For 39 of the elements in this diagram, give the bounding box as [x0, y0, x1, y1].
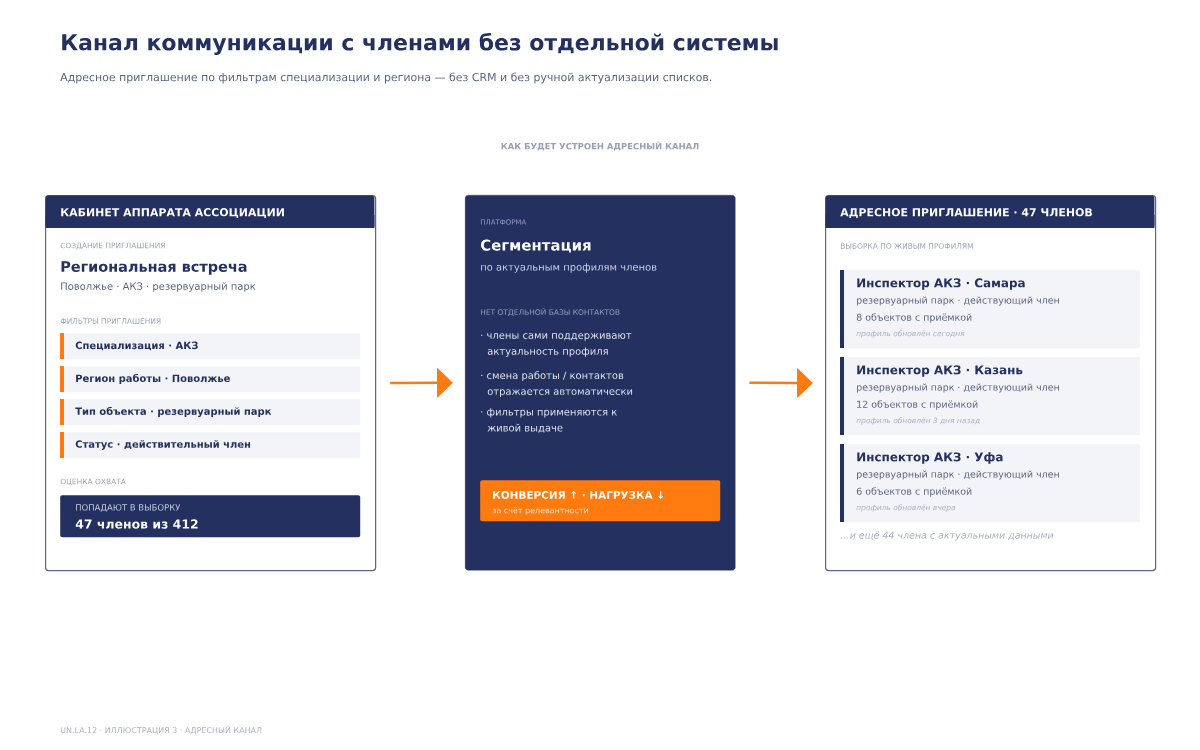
section-heading: КАК БУДЕТ УСТРОЕН АДРЕСНЫЙ КАНАЛ	[501, 141, 699, 151]
member-name: Инспектор АКЗ · Самара	[857, 278, 1025, 290]
bullet-text: · члены сами поддерживают актуальность профиля	[481, 333, 632, 357]
event-subtitle: Поволжье · АКЗ · резервуарный парк	[61, 282, 256, 292]
filter-chip	[60, 333, 361, 360]
coverage-box	[60, 495, 361, 538]
member-role: резервуарный парк · действующий член	[857, 470, 1059, 480]
subtitle: Адресное приглашение по фильтрам специализации и региона — без CRM и без ручной актуализации списков.	[60, 72, 712, 84]
filter-text: Специализация · АКЗ	[75, 341, 198, 351]
bullet-text: · фильтры применяются к живой выдаче	[481, 408, 617, 433]
filter-text: Регион работы · Поволжье	[76, 374, 230, 384]
filter-chip	[60, 366, 361, 393]
platform-title: Сегментация	[480, 239, 591, 253]
filter-chip	[60, 399, 361, 426]
member-role: резервуарный парк · действующий член	[857, 383, 1059, 393]
note-text: …и ещё 44 члена с актуальными данными	[840, 531, 1054, 541]
card-heading: АДРЕСНОЕ ПРИГЛАШЕНИЕ · 47 ЧЛЕНОВ	[840, 208, 1092, 218]
member-objects: 6 объектов с приёмкой	[856, 487, 972, 497]
coverage-label: ПОПАДАЮТ В ВЫБОРКУ	[76, 504, 181, 512]
member-name: Инспектор АКЗ · Казань	[857, 365, 1023, 377]
result-heading: КОНВЕРСИЯ ↑ · НАГРУЗКА ↓	[493, 491, 664, 499]
member-card	[840, 444, 1141, 523]
page-title: Канал коммуникации с членами без отдельной системы	[62, 32, 778, 56]
filter-text: Тип объекта · резервуарный парк	[75, 406, 272, 417]
filter-chip	[60, 432, 361, 459]
result-box	[480, 480, 721, 522]
member-card	[840, 357, 1141, 436]
platform-card	[465, 195, 736, 571]
filter-text: Статус · действительный член	[75, 440, 251, 450]
member-objects: 12 объектов с приёмкой	[857, 400, 978, 410]
member-objects: 8 объектов с приёмкой	[856, 313, 972, 323]
card-heading: КАБИНЕТ АППАРАТА АССОЦИАЦИИ	[61, 208, 284, 218]
platform-subtitle: по актуальным профилям членов	[481, 263, 657, 273]
member-role: резервуарный парк · действующий член	[857, 296, 1059, 306]
event-title: Региональная встреча	[61, 261, 247, 275]
member-card	[840, 270, 1141, 349]
bullet-text: · смена работы / контактов отражается автоматически	[481, 371, 633, 397]
coverage-value: 47 членов из 412	[75, 519, 198, 529]
member-name: Инспектор АКЗ · Уфа	[857, 452, 1003, 464]
